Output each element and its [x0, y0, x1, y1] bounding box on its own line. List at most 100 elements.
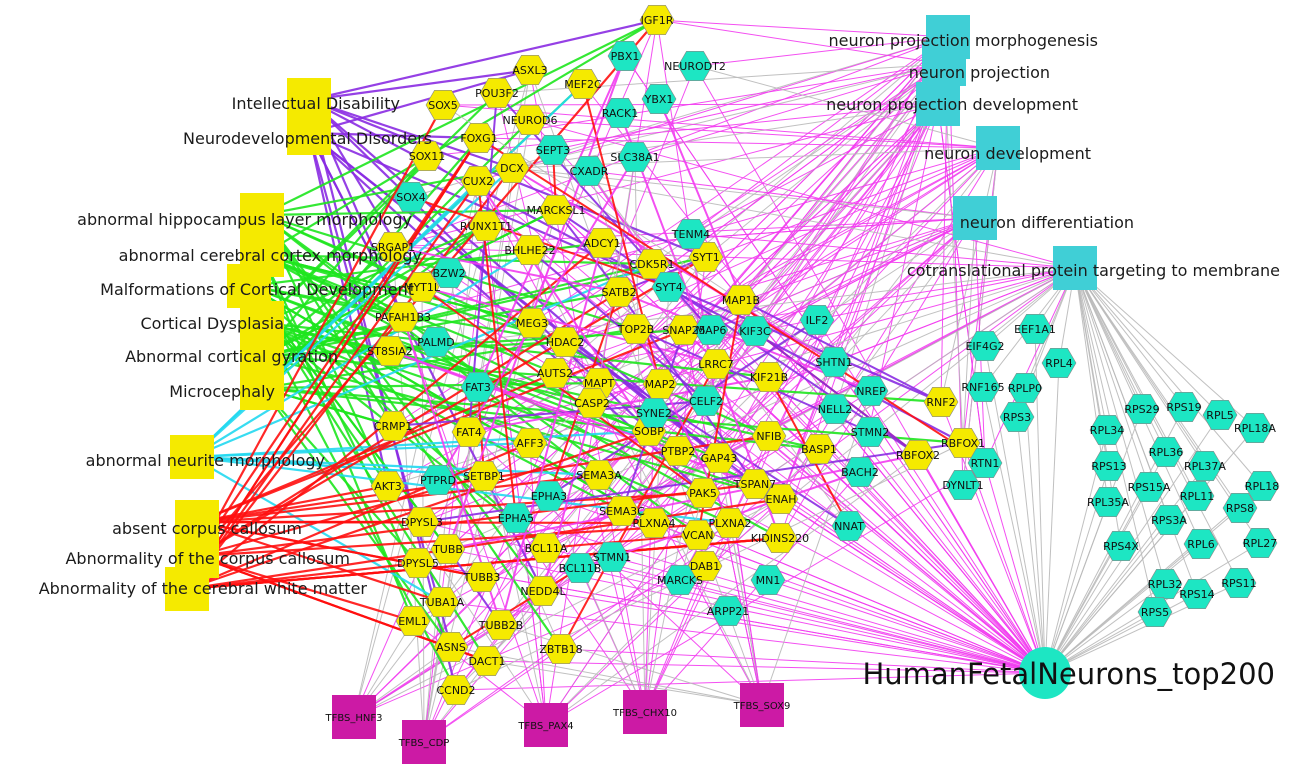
gene-node-fat3[interactable] [460, 372, 496, 402]
gene-node-dpysl5[interactable] [400, 548, 436, 578]
tfbs-node-tfbs-cdp[interactable] [402, 720, 446, 764]
gene-node-rps29[interactable] [1124, 394, 1160, 424]
gene-node-kif21b[interactable] [751, 362, 787, 392]
gene-node-aff3[interactable] [512, 428, 548, 458]
gene-node-rpl18a[interactable] [1237, 413, 1273, 443]
gene-node-shtn1[interactable] [816, 347, 852, 377]
gene-node-neurodt2[interactable] [677, 51, 713, 81]
gene-node-zbtb18[interactable] [543, 634, 579, 664]
hub-node[interactable] [1019, 647, 1071, 699]
go-node-neuron-projection[interactable] [922, 42, 966, 86]
disease-node-abnormal-neurite-morphology[interactable] [170, 435, 214, 479]
gene-node-rpl34[interactable] [1089, 415, 1125, 445]
gene-node-mn1[interactable] [750, 565, 786, 595]
gene-node-syne2[interactable] [636, 398, 672, 428]
gene-node-bzw2[interactable] [431, 258, 467, 288]
gene-node-pbx1[interactable] [607, 41, 643, 71]
gene-node-rpl35a[interactable] [1090, 487, 1126, 517]
gene-node-rack1[interactable] [602, 98, 638, 128]
gene-node-tuba1a[interactable] [424, 587, 460, 617]
tfbs-node-tfbs-chx10[interactable] [623, 690, 667, 734]
gene-node-satb2[interactable] [601, 277, 637, 307]
gene-node-gap43[interactable] [701, 443, 737, 473]
gene-node-pou3f2[interactable] [479, 78, 515, 108]
gene-node-tspan7[interactable] [737, 469, 773, 499]
gene-node-tubb2b[interactable] [483, 610, 519, 640]
gene-node-srgap1[interactable] [375, 232, 411, 262]
gene-node-sema3a[interactable] [581, 460, 617, 490]
gene-node-kidins220[interactable] [762, 523, 798, 553]
gene-node-plxna4[interactable] [636, 508, 672, 538]
gene-node-cxadr[interactable] [571, 156, 607, 186]
gene-node-dynlt1[interactable] [945, 470, 981, 500]
gene-node-marcks[interactable] [662, 565, 698, 595]
gene-node-map1b[interactable] [723, 285, 759, 315]
gene-node-auts2[interactable] [537, 358, 573, 388]
gene-node-vcan[interactable] [680, 520, 716, 550]
gene-node-rbfox2[interactable] [900, 440, 936, 470]
gene-node-dpysl3[interactable] [404, 507, 440, 537]
gene-node-eef1a1[interactable] [1017, 314, 1053, 344]
gene-node-plxna2[interactable] [712, 508, 748, 538]
gene-node-pak5[interactable] [685, 478, 721, 508]
gene-node-stmn1[interactable] [594, 542, 630, 572]
gene-node-asxl3[interactable] [512, 55, 548, 85]
gene-node-bcl11a[interactable] [528, 533, 564, 563]
gene-node-stmn2[interactable] [852, 417, 888, 447]
gene-node-syt1[interactable] [688, 242, 724, 272]
gene-node-rnf165[interactable] [965, 372, 1001, 402]
tfbs-node-tfbs-pax4[interactable] [524, 703, 568, 747]
gene-node-arpp21[interactable] [710, 596, 746, 626]
gene-node-sox5[interactable] [425, 90, 461, 120]
gene-node-dact1[interactable] [469, 646, 505, 676]
go-node-cotranslational-protein-targeting-to-membrane[interactable] [1053, 246, 1097, 290]
gene-node-snap25[interactable] [666, 315, 702, 345]
gene-node-rpl37a[interactable] [1187, 451, 1223, 481]
gene-node-ptprd[interactable] [420, 465, 456, 495]
disease-node-abnormal-hippocampus-layer-morphology[interactable] [240, 193, 284, 237]
gene-node-rps11[interactable] [1221, 568, 1257, 598]
gene-node-foxg1[interactable] [461, 123, 497, 153]
gene-node-cux2[interactable] [460, 166, 496, 196]
gene-node-sox4[interactable] [393, 182, 429, 212]
gene-node-ptbp2[interactable] [660, 436, 696, 466]
gene-node-eml1[interactable] [395, 606, 431, 636]
gene-node-rpl27[interactable] [1242, 528, 1278, 558]
disease-node-abnormality-of-the-cerebral-white-matter[interactable] [165, 567, 209, 611]
gene-node-syt4[interactable] [651, 272, 687, 302]
gene-node-rps8[interactable] [1222, 493, 1258, 523]
gene-node-rps14[interactable] [1179, 579, 1215, 609]
gene-node-rplp0[interactable] [1007, 373, 1043, 403]
tfbs-node-tfbs-hnf3[interactable] [332, 695, 376, 739]
gene-node-eif4g2[interactable] [967, 331, 1003, 361]
gene-node-nell2[interactable] [817, 394, 853, 424]
gene-node-igf1r[interactable] [639, 5, 675, 35]
gene-node-rps3[interactable] [999, 402, 1035, 432]
gene-node-asns[interactable] [433, 632, 469, 662]
gene-node-meg3[interactable] [514, 308, 550, 338]
gene-node-marcksl1[interactable] [538, 195, 574, 225]
gene-node-rps13[interactable] [1091, 451, 1127, 481]
go-node-neuron-projection-development[interactable] [916, 82, 960, 126]
gene-node-rnf2[interactable] [923, 387, 959, 417]
gene-node-tenm4[interactable] [673, 219, 709, 249]
gene-node-nfib[interactable] [751, 421, 787, 451]
go-node-neuron-development[interactable] [976, 126, 1020, 170]
gene-node-nnat[interactable] [831, 511, 867, 541]
gene-node-top2b[interactable] [618, 314, 654, 344]
gene-node-tubb3[interactable] [464, 562, 500, 592]
gene-node-rpl36[interactable] [1148, 437, 1184, 467]
gene-node-rps3a[interactable] [1151, 505, 1187, 535]
disease-node-malformations-of-cortical-development[interactable] [227, 264, 271, 308]
gene-node-rpl18[interactable] [1244, 471, 1280, 501]
gene-node-lrrc7[interactable] [698, 349, 734, 379]
gene-node-neurod6[interactable] [512, 105, 548, 135]
gene-node-adcy1[interactable] [584, 228, 620, 258]
gene-node-pafah1b3[interactable] [385, 302, 421, 332]
gene-node-bach2[interactable] [842, 457, 878, 487]
gene-node-dcx[interactable] [494, 153, 530, 183]
gene-node-rps4x[interactable] [1103, 531, 1139, 561]
gene-node-nrep[interactable] [853, 376, 889, 406]
gene-node-rpl6[interactable] [1183, 529, 1219, 559]
gene-node-rpl11[interactable] [1179, 481, 1215, 511]
